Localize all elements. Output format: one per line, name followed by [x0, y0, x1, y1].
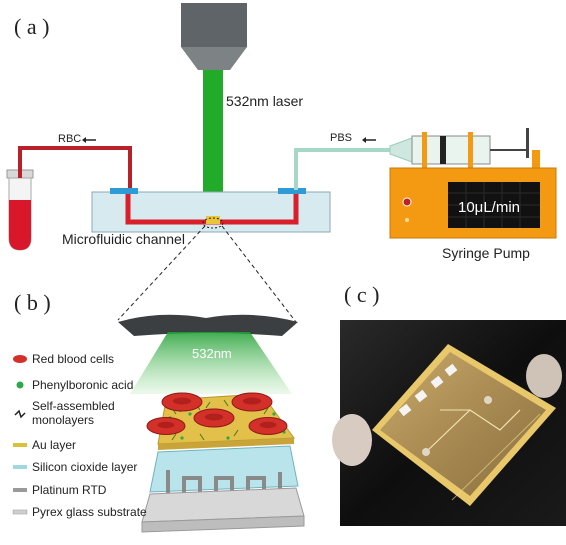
legend-label: Pyrex glass substrate	[32, 505, 147, 519]
pump-display	[448, 182, 540, 228]
pump-label: Syringe Pump	[442, 245, 530, 261]
light-grey-bar-icon	[12, 509, 28, 515]
pump-button-icon	[405, 218, 409, 222]
zoom-circle	[202, 217, 224, 229]
panel-c-label: ( c )	[344, 282, 379, 307]
pbs-tubing	[294, 148, 390, 190]
pbs-label: PBS	[330, 132, 352, 144]
laser-beam	[203, 70, 223, 220]
green-dot-icon	[16, 381, 24, 389]
legend-item: Self-assembled monolayers	[14, 399, 115, 427]
legend-label: Au layer	[32, 438, 76, 452]
legend-item: Pyrex glass substrate	[12, 505, 147, 519]
legend-label-line2: monolayers	[32, 413, 94, 427]
rbc-arrow-head	[82, 137, 86, 143]
red-blood-cell	[161, 392, 203, 412]
laser-head	[181, 3, 247, 47]
pyrex-glass-edge	[141, 515, 305, 533]
cyan-bar-icon	[13, 465, 27, 469]
red-blood-cell-icon	[13, 355, 27, 363]
pump-display-value: 10μL/min	[458, 199, 520, 216]
legend-label: Platinum RTD	[32, 483, 107, 497]
legend-item: Silicon cioxide layer	[13, 460, 137, 474]
grey-bar-icon	[13, 488, 27, 492]
zoom-line-left	[117, 225, 206, 321]
outlet-port	[278, 188, 306, 194]
channel-label: Microfluidic channel	[62, 231, 185, 247]
legend-label: Red blood cells	[32, 352, 114, 366]
zoom-line-right	[221, 225, 297, 323]
legend-label: Phenylboronic acid	[32, 378, 133, 392]
red-blood-cell	[248, 417, 288, 435]
panel-a-label: ( a )	[14, 14, 49, 39]
legend: Red blood cells Phenylboronic acid Self-…	[12, 352, 147, 519]
pbs-arrow-head	[362, 137, 366, 143]
laser-label: 532nm laser	[226, 93, 303, 109]
red-blood-cell	[231, 392, 273, 412]
silicon-dioxide-layer	[149, 445, 299, 493]
legend-label: Silicon cioxide layer	[32, 460, 137, 474]
squiggle-icon	[14, 409, 26, 419]
pump-led-icon	[402, 197, 412, 207]
light-cone	[130, 332, 292, 394]
legend-item: Phenylboronic acid	[16, 378, 133, 392]
red-blood-cell	[193, 408, 235, 428]
objective-lens	[118, 314, 298, 336]
syringe	[389, 128, 540, 178]
sensing-spot	[206, 216, 220, 224]
gold-bar-icon	[13, 443, 27, 447]
red-blood-cell	[146, 417, 186, 435]
laser-nozzle	[181, 47, 247, 70]
rbc-label: RBC	[58, 133, 81, 145]
au-layer-edge	[158, 438, 294, 450]
rbc-test-tube	[6, 169, 34, 251]
device-photo	[332, 320, 566, 526]
legend-item: Red blood cells	[13, 352, 114, 366]
legend-label-line1: Self-assembled	[32, 399, 115, 413]
legend-item: Au layer	[13, 438, 76, 452]
beam-label: 532nm	[192, 346, 232, 361]
panel-b-label: ( b )	[14, 290, 51, 315]
legend-item: Platinum RTD	[13, 483, 107, 497]
inlet-port	[110, 188, 138, 194]
microfluidic-chip	[91, 191, 331, 233]
rbc-tubing	[18, 146, 132, 190]
